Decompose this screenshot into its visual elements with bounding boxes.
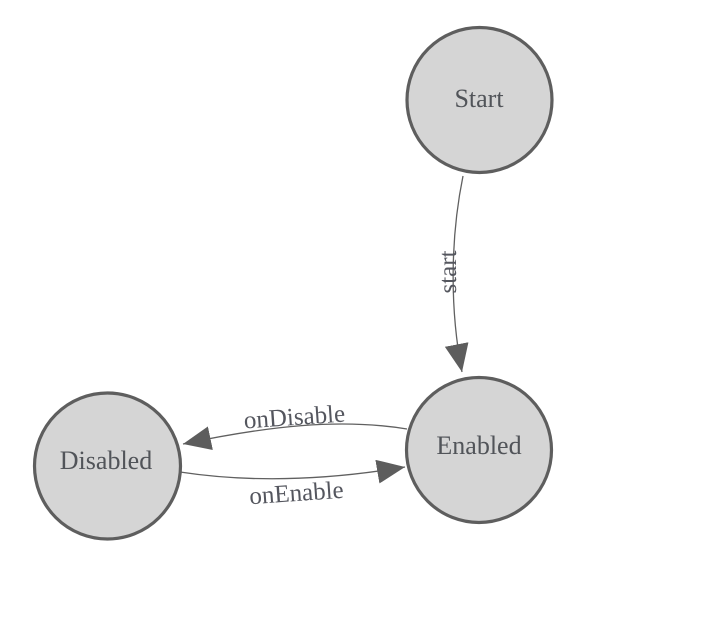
state-node-enabled: Enabled bbox=[404, 375, 554, 525]
state-node-start-circle bbox=[405, 25, 554, 175]
edge-label-start: start bbox=[435, 250, 462, 293]
edge-line-onenable bbox=[179, 459, 406, 484]
state-node-enabled-circle bbox=[404, 375, 554, 525]
state-node-disabled: Disabled bbox=[32, 391, 183, 541]
state-node-disabled-label: Disabled bbox=[60, 446, 152, 475]
state-node-start-label: Start bbox=[454, 84, 504, 113]
edge-enabled-to-disabled: onDisable bbox=[182, 401, 408, 450]
edge-start-to-enabled: start bbox=[435, 175, 469, 373]
edge-label-onenable: onEnable bbox=[248, 477, 344, 511]
state-node-enabled-label: Enabled bbox=[436, 431, 521, 460]
edge-label-ondisable: onDisable bbox=[243, 401, 346, 435]
edge-disabled-to-enabled: onEnable bbox=[179, 459, 406, 511]
state-node-start: Start bbox=[405, 25, 554, 175]
state-node-disabled-circle bbox=[32, 391, 183, 541]
edge-line-start bbox=[444, 175, 469, 373]
edge-line-ondisable bbox=[182, 423, 408, 450]
